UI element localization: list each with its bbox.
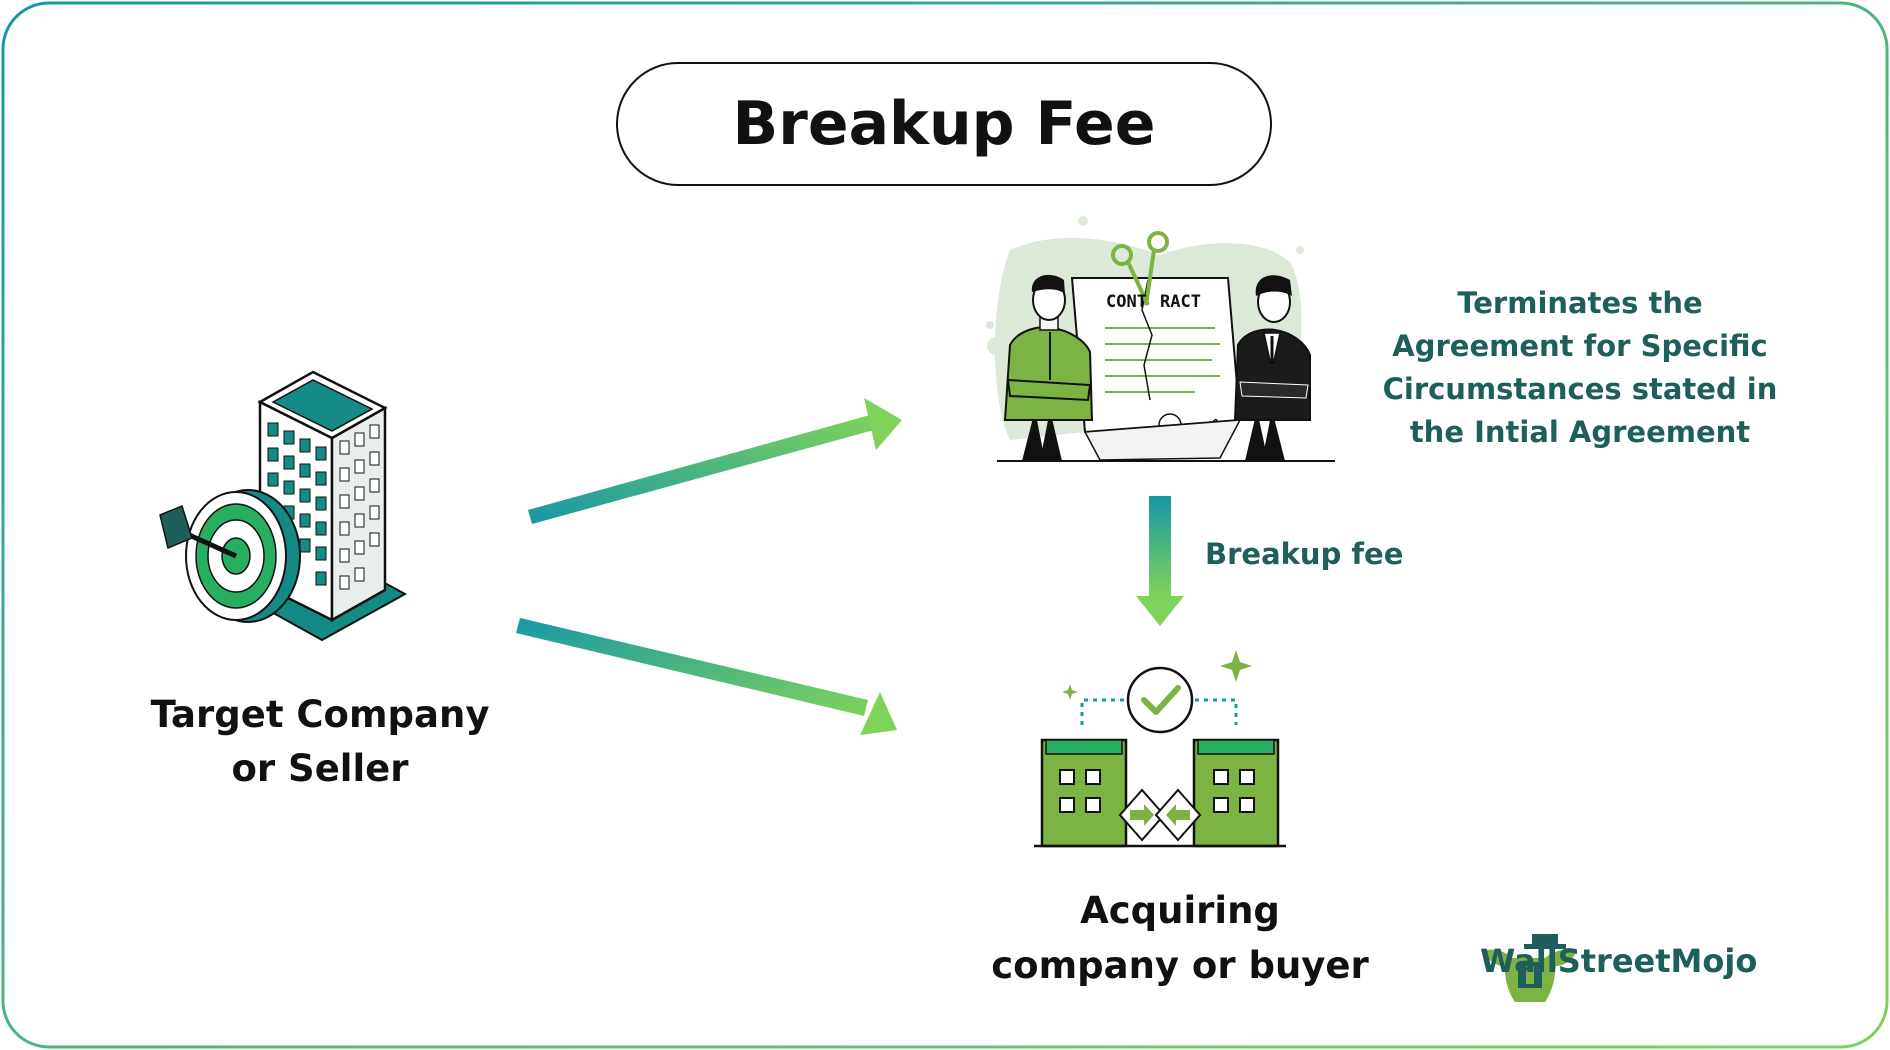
target-label-line-1: Target Company	[150, 693, 490, 736]
arrow-breakup-fee	[1136, 496, 1184, 626]
wallstreetmojo-logo-icon	[1484, 934, 1576, 1002]
merger-icon	[1034, 650, 1286, 848]
acquiring-company-label: Acquiring company or buyer	[960, 883, 1400, 993]
building-target-icon	[159, 370, 408, 642]
acquirer-label-line-1: Acquiring	[1080, 889, 1280, 932]
arrow-to-acquirer	[516, 618, 897, 735]
arrow-to-termination	[528, 398, 902, 524]
contract-text-right: RACT	[1160, 292, 1201, 312]
target-label-line-2: or Seller	[231, 747, 409, 790]
termination-line-3: Circumstances stated in	[1382, 372, 1778, 406]
termination-line-4: the Intial Agreement	[1409, 415, 1751, 449]
termination-line-1: Terminates the	[1457, 286, 1703, 320]
person-left	[1003, 274, 1094, 461]
termination-line-2: Agreement for Specific	[1392, 329, 1768, 363]
contract-text-left: CONT	[1106, 292, 1147, 312]
termination-description: Terminates the Agreement for Specific Ci…	[1360, 282, 1800, 454]
page-title: Breakup Fee	[616, 62, 1272, 186]
person-right	[1233, 275, 1311, 461]
contract-termination-icon	[986, 216, 1335, 462]
breakup-fee-label: Breakup fee	[1205, 537, 1404, 571]
target-company-label: Target Company or Seller	[110, 688, 530, 796]
brand-name: WallStreetMojo	[1480, 942, 1758, 980]
acquirer-label-line-2: company or buyer	[991, 944, 1369, 987]
